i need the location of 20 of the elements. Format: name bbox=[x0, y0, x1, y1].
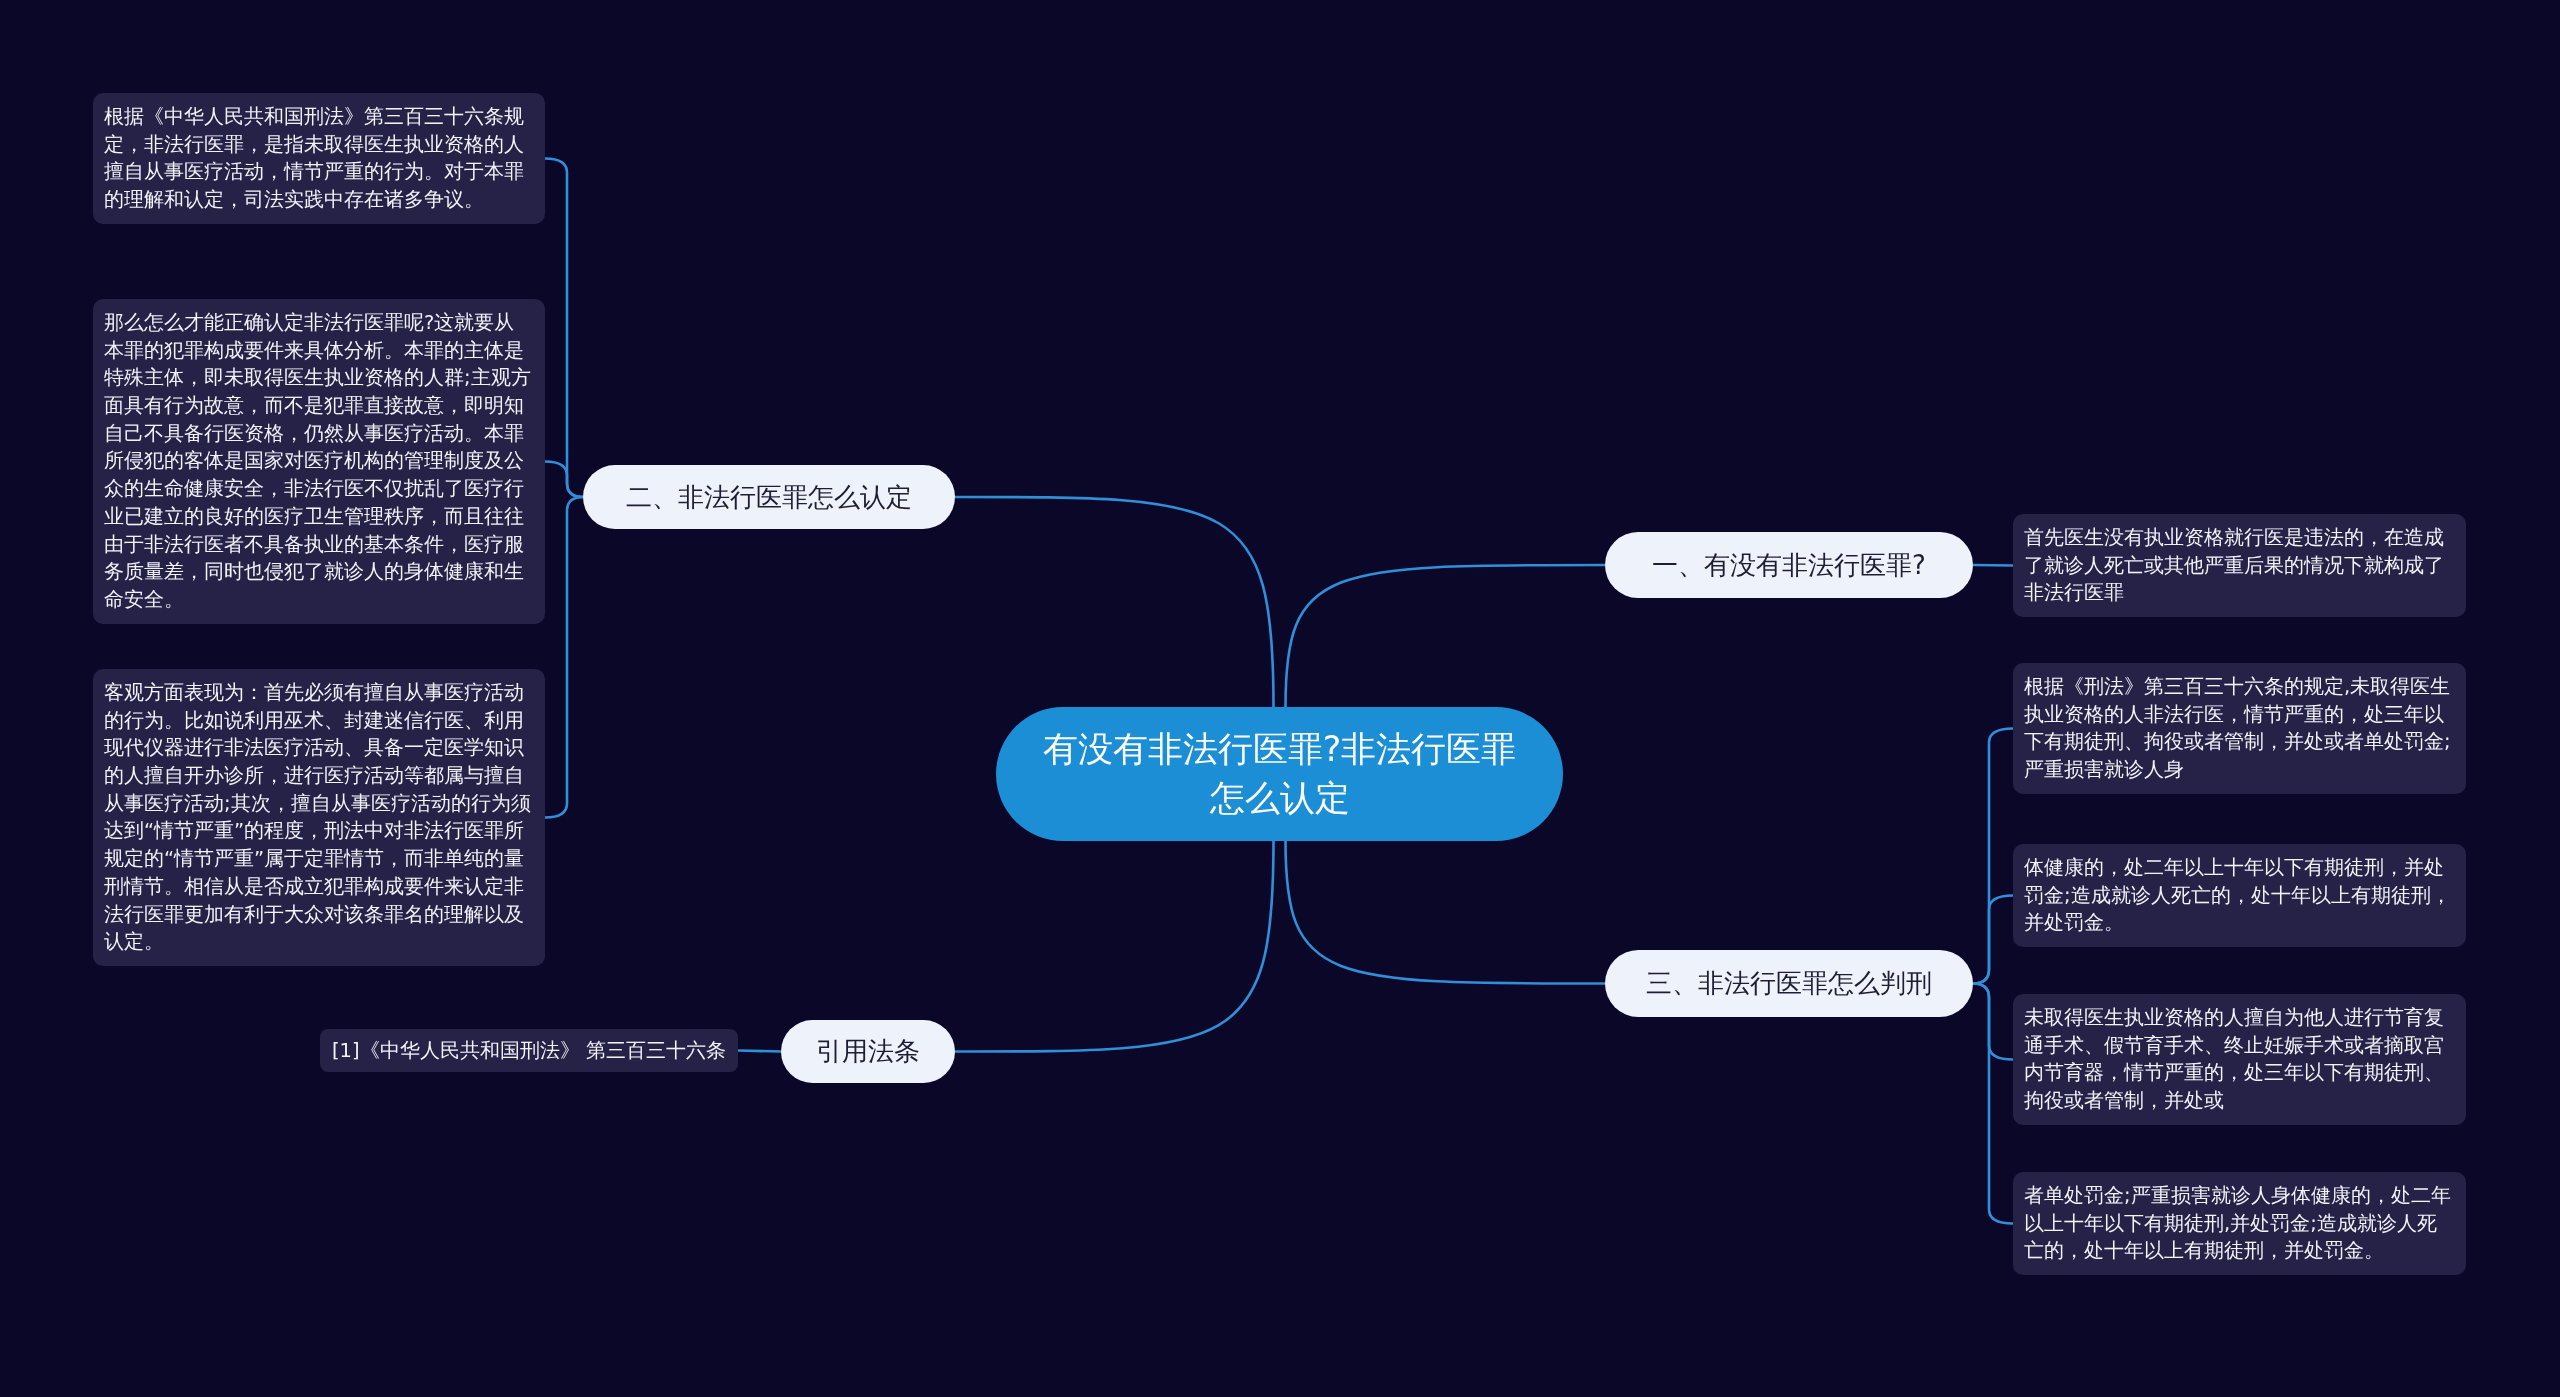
reference-card: [1]《中华人民共和国刑法》 第三百三十六条 bbox=[320, 1029, 738, 1072]
branch-topic: 引用法条 bbox=[781, 1020, 955, 1083]
text-card: 那么怎么才能正确认定非法行医罪呢?这就要从本罪的犯罪构成要件来具体分析。本罪的主体是特殊主体，即未取得医生执业资格的人群;主观方面具有行为故意，而不是犯罪直接故意，即明知自己不具备行医资格，仍然从事医疗活动。本罪所侵犯的客体是国家对医疗机构的管理制度及公众的生命健康安全，非法行医不仅扰乱了医疗行业已建立的良好的医疗卫生管理秩序，而且往往由于非法行医者不具备执业的基本条件，医疗服务质量差，同时也侵犯了就诊人的身体健康和生命安全。 bbox=[93, 299, 545, 624]
text-card: 客观方面表现为：首先必须有擅自从事医疗活动的行为。比如说利用巫术、封建迷信行医、利用现代仪器进行非法医疗活动、具备一定医学知识的人擅自开办诊所，进行医疗活动等都属与擅自从事医疗活动;其次，擅自从事医疗活动的行为须达到“情节严重”的程度，刑法中对非法行医罪所规定的“情节严重”属于定罪情节，而非单纯的量刑情节。相信从是否成立犯罪构成要件来认定非法行医罪更加有利于大众对该条罪名的理解以及认定。 bbox=[93, 669, 545, 966]
central-topic: 有没有非法行医罪?非法行医罪怎么认定 bbox=[996, 707, 1563, 841]
branch-topic: 三、非法行医罪怎么判刑 bbox=[1605, 950, 1973, 1017]
connector-line bbox=[955, 840, 1275, 1053]
branch-topic: 二、非法行医罪怎么认定 bbox=[583, 465, 955, 529]
connector-line bbox=[1973, 563, 2013, 567]
connector-line bbox=[737, 1049, 782, 1053]
text-card: 首先医生没有执业资格就行医是违法的，在造成了就诊人死亡或其他严重后果的情况下就构成了非法行医罪 bbox=[2013, 514, 2466, 618]
text-card: 体健康的，处二年以上十年以下有期徒刑，并处罚金;造成就诊人死亡的，处十年以上有期徒刑，并处罚金。 bbox=[2013, 844, 2466, 948]
text-card: 根据《中华人民共和国刑法》第三百三十六条规定，非法行医罪，是指未取得医生执业资格的人擅自从事医疗活动，情节严重的行为。对于本罪的理解和认定，司法实践中存在诸多争议。 bbox=[93, 93, 545, 224]
connector-line bbox=[1284, 840, 1605, 985]
text-card: 根据《刑法》第三百三十六条的规定,未取得医生执业资格的人非法行医，情节严重的，处三年以下有期徒刑、拘役或者管制，并处或者单处罚金;严重损害就诊人身 bbox=[2013, 663, 2466, 794]
text-card: 者单处罚金;严重损害就诊人身体健康的，处二年以上十年以下有期徒刑,并处罚金;造成就诊人死亡的，处十年以上有期徒刑，并处罚金。 bbox=[2013, 1172, 2466, 1276]
branch-topic: 一、有没有非法行医罪? bbox=[1605, 532, 1973, 598]
text-card: 未取得医生执业资格的人擅自为他人进行节育复通手术、假节育手术、终止妊娠手术或者摘取宫内节育器，情节严重的，处三年以下有期徒刑、拘役或者管制，并处或 bbox=[2013, 994, 2466, 1125]
connector-line bbox=[1284, 563, 1605, 708]
connector-line bbox=[955, 495, 1275, 708]
